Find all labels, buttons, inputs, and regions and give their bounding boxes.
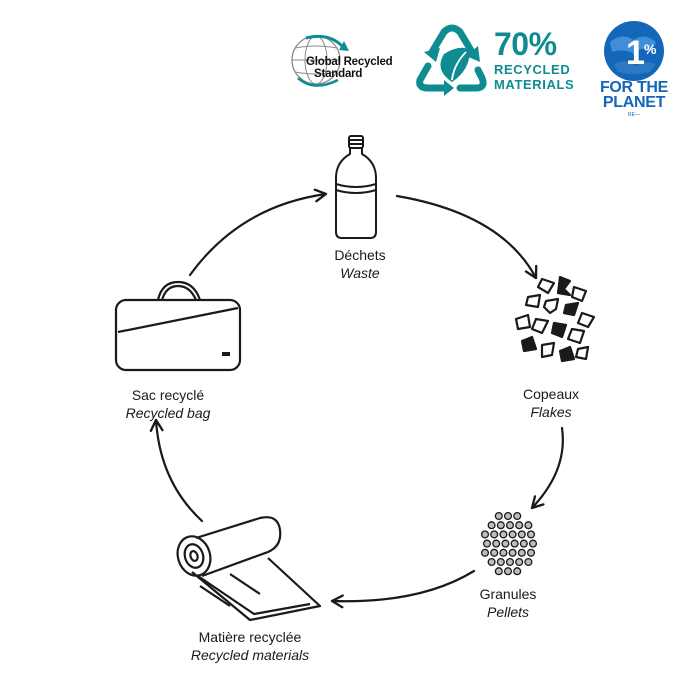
recycled-line-1: RECYCLED — [494, 62, 571, 77]
step-pellets-en: Pellets — [486, 604, 530, 620]
recycled-percent: 70% — [494, 26, 557, 62]
pellet — [517, 530, 526, 539]
one-percent-planet-icon: 1 % — [604, 21, 664, 81]
arrow-flakes-to-pellets — [530, 426, 564, 510]
pellet — [526, 548, 536, 557]
grs-line-2: Standard — [314, 68, 363, 80]
pellet — [515, 521, 524, 530]
pellet — [524, 521, 533, 530]
pellet — [499, 530, 508, 539]
pellet — [487, 521, 496, 530]
arrow-waste-to-flakes — [395, 194, 538, 280]
step-flakes-en: Flakes — [530, 404, 572, 420]
step-pellets-fr: Granules — [479, 586, 537, 602]
ftp-line-1: FOR THE — [599, 79, 669, 96]
ftp-sub: RE— — [628, 112, 640, 118]
step-bag-fr: Sac recyclé — [131, 387, 205, 403]
pellet — [517, 548, 526, 557]
pellet — [482, 539, 492, 548]
arrow-bag-to-waste — [188, 188, 328, 277]
step-label-bag: Sac recyclé Recycled bag — [68, 386, 268, 422]
pellet — [505, 557, 515, 567]
pellet — [480, 530, 490, 539]
pellet — [494, 511, 503, 521]
pellet — [490, 530, 499, 539]
pellet — [503, 567, 513, 576]
step-materials-fr: Matière recyclée — [198, 629, 302, 645]
step-label-waste: Déchets Waste — [260, 246, 460, 282]
recycled-line-2: MATERIALS — [494, 77, 575, 92]
pellet — [494, 567, 503, 576]
pellet — [499, 548, 508, 557]
pellet — [501, 539, 510, 548]
roll-icon — [176, 516, 322, 622]
svg-text:%: % — [644, 41, 657, 57]
pellet — [515, 557, 524, 567]
pellet — [513, 567, 522, 576]
pellet — [526, 530, 536, 539]
pellet — [510, 539, 519, 548]
pellet — [490, 548, 499, 557]
pellet — [513, 511, 522, 521]
flakes-icon — [514, 275, 596, 363]
step-waste-fr: Déchets — [334, 247, 386, 263]
globe-icon — [291, 34, 349, 87]
pellet — [524, 557, 533, 567]
pellet — [503, 511, 513, 521]
svg-text:1: 1 — [626, 34, 645, 72]
pellet — [480, 548, 490, 557]
grs-badge-text: Global Recycled Standard — [306, 56, 393, 80]
pellet — [519, 539, 528, 548]
pellet — [528, 539, 538, 548]
step-label-flakes: Copeaux Flakes — [451, 385, 651, 421]
arrow-pellets-to-materials — [330, 569, 476, 609]
pellet — [505, 521, 515, 530]
step-flakes-fr: Copeaux — [522, 386, 580, 402]
grs-line-1: Global Recycled — [306, 56, 393, 68]
recycle-leaf-icon — [416, 24, 487, 96]
pellet — [508, 530, 517, 539]
pellet — [508, 548, 517, 557]
bottle-icon — [335, 135, 377, 239]
step-materials-en: Recycled materials — [190, 647, 310, 663]
ftp-label: FOR THE PLANET — [592, 79, 676, 111]
pellets-icon — [480, 511, 538, 576]
step-waste-en: Waste — [340, 265, 380, 281]
ftp-line-2: PLANET — [602, 94, 666, 111]
arrow-materials-to-bag — [149, 418, 204, 523]
pellet — [496, 557, 505, 567]
step-label-pellets: Granules Pellets — [408, 585, 608, 621]
pellet — [487, 557, 496, 567]
pellet — [496, 521, 505, 530]
step-label-materials: Matière recyclée Recycled materials — [150, 628, 350, 664]
bag-icon — [114, 280, 242, 372]
recycled-label: RECYCLED MATERIALS — [494, 62, 574, 92]
pellet — [492, 539, 501, 548]
step-bag-en: Recycled bag — [125, 405, 211, 421]
